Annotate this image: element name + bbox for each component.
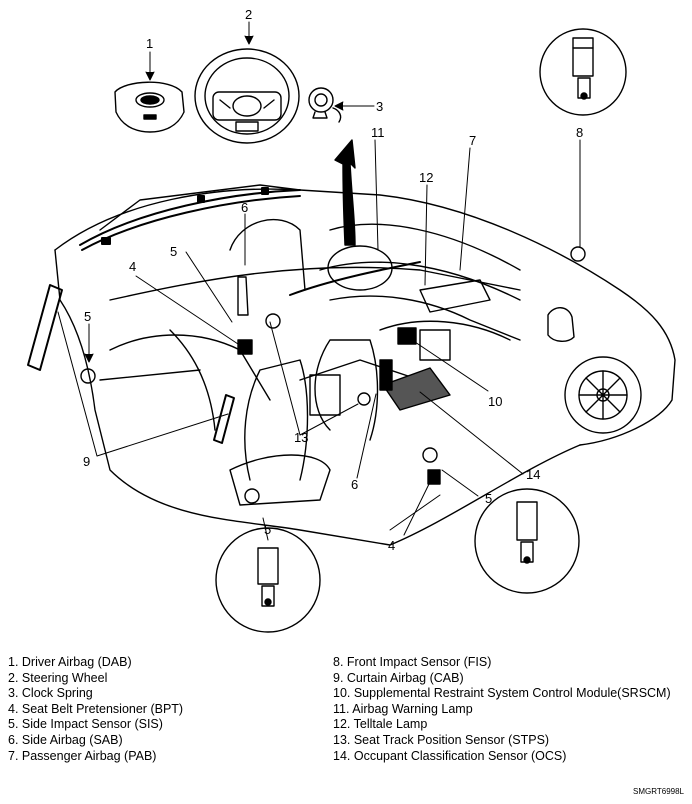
legend-item: 11. Airbag Warning Lamp [333, 701, 473, 716]
legend-item: 7. Passenger Airbag (PAB) [8, 748, 157, 763]
sis-sensor-marker-right [422, 447, 438, 463]
sis-sensor-marker [80, 368, 96, 384]
legend-item: 1. Driver Airbag (DAB) [8, 655, 132, 669]
callout-6: 6 [241, 200, 248, 215]
legend-item: 5. Side Impact Sensor (SIS) [8, 717, 163, 732]
callout-labels: 1 2 3 8 11 7 12 6 5 4 5 10 13 9 14 6 5 5… [83, 7, 583, 553]
callout-9: 9 [83, 454, 90, 469]
callout-7: 7 [469, 133, 476, 148]
callout-1: 1 [146, 36, 153, 51]
legend-item: 12. Telltale Lamp [333, 717, 428, 732]
steering-wheel-illustration [194, 48, 300, 144]
callout-14: 14 [526, 467, 540, 482]
callout-5d: 5 [264, 522, 271, 537]
bpt-illustration [237, 339, 441, 485]
clock-spring-illustration [308, 87, 342, 123]
legend-item: 13. Seat Track Position Sensor (STPS) [333, 732, 550, 747]
left-sensor-detail-circle [215, 527, 321, 633]
legend-item: 6. Side Airbag (SAB) [8, 732, 123, 747]
legend-right: 8. Front Impact Sensor (FIS) 9. Curtain … [333, 655, 671, 764]
callout-5: 5 [170, 244, 177, 259]
legend-item: 8. Front Impact Sensor (FIS) [333, 655, 492, 669]
callout-2: 2 [245, 7, 252, 22]
callout-4b: 4 [388, 538, 395, 553]
callout-13: 13 [294, 430, 308, 445]
callout-8: 8 [576, 125, 583, 140]
callout-5c: 5 [485, 491, 492, 506]
srs-components-diagram: 1 2 3 8 11 7 12 6 5 4 5 10 13 9 14 6 5 5… [27, 7, 676, 633]
callout-11: 11 [371, 125, 385, 140]
legend-item: 4. Seat Belt Pretensioner (BPT) [8, 701, 184, 716]
driver-airbag-illustration [114, 81, 185, 133]
sis-sensor-marker-rear [244, 488, 260, 504]
callout-4: 4 [129, 259, 136, 274]
front-sensor-detail-circle [539, 28, 627, 116]
fis-sensor-marker [570, 246, 586, 262]
legend-item: 14. Occupant Classification Sensor (OCS) [333, 748, 567, 763]
callout-5b: 5 [84, 309, 91, 324]
curtain-airbag-illustration [27, 187, 421, 444]
vehicle-body-illustration [54, 184, 676, 546]
legend-item: 2. Steering Wheel [8, 670, 108, 685]
callout-12: 12 [419, 170, 433, 185]
figure-code: SMGRT6998L [633, 787, 684, 796]
legend-item: 10. Supplemental Restraint System Contro… [333, 686, 671, 701]
callout-6b: 6 [351, 477, 358, 492]
ocs-mat-illustration [379, 359, 451, 411]
ocs-sensor-marker [357, 392, 371, 406]
side-airbag-illustration [237, 276, 249, 316]
callout-3: 3 [376, 99, 383, 114]
leader-lines [57, 21, 581, 541]
legend-item: 9. Curtain Airbag (CAB) [333, 670, 464, 685]
stps-sensor-marker [265, 313, 281, 329]
direction-arrow [334, 139, 356, 246]
legend-item: 3. Clock Spring [8, 686, 93, 701]
srscm-module-illustration [397, 327, 417, 345]
legend-left: 1. Driver Airbag (DAB) 2. Steering Wheel… [8, 655, 183, 764]
right-sensor-detail-circle [474, 488, 580, 594]
callout-10: 10 [488, 394, 502, 409]
